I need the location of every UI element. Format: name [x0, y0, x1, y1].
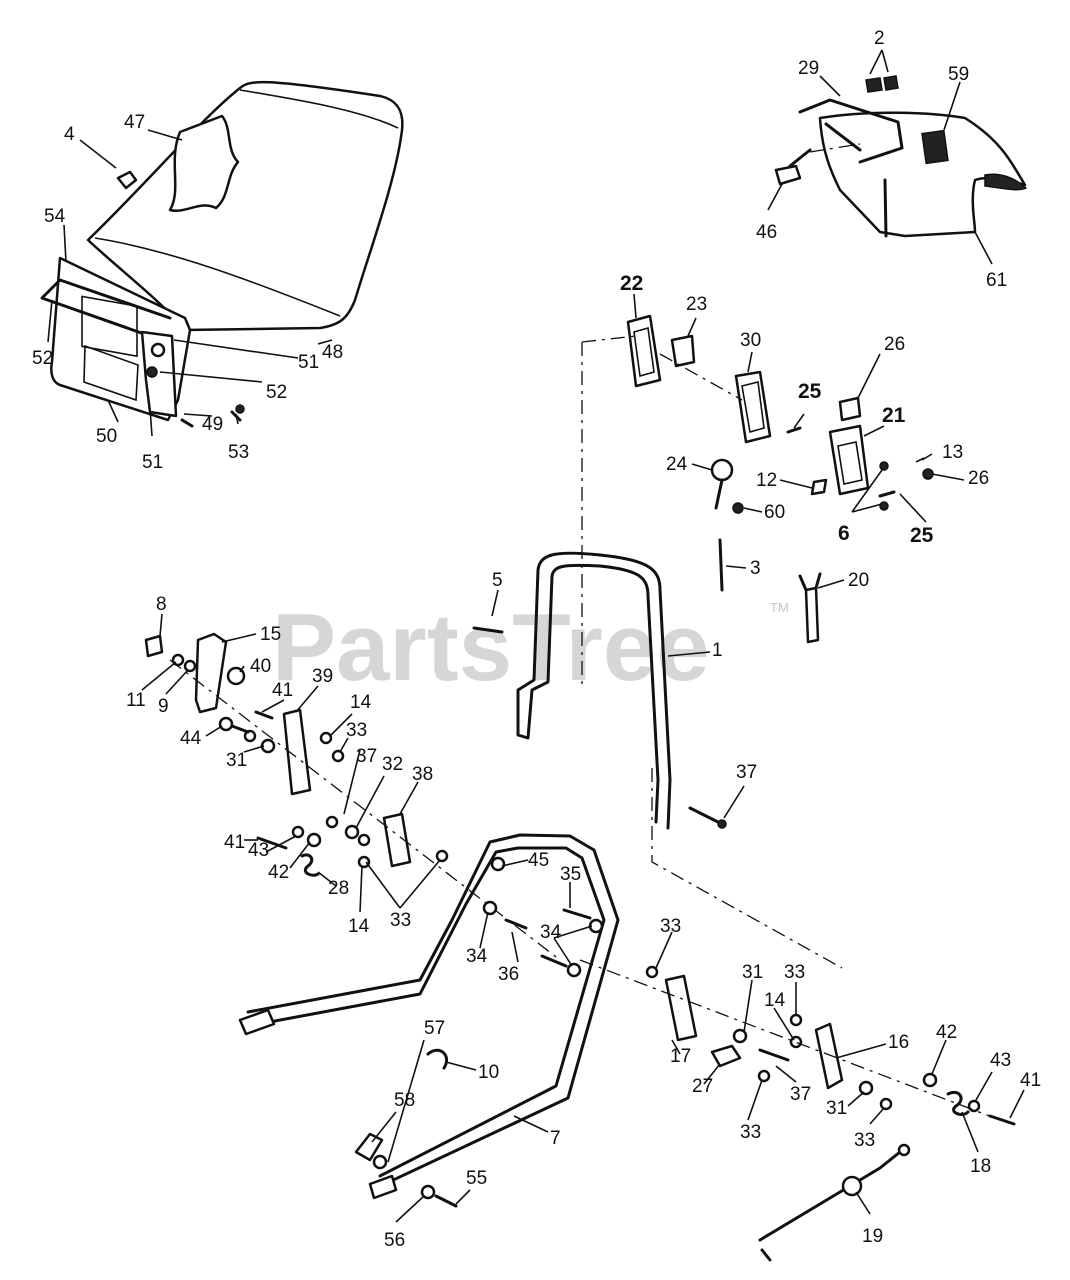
- part-label: 23: [686, 294, 707, 315]
- part-label: 31: [826, 1098, 847, 1119]
- part-label: 38: [412, 764, 433, 785]
- part-label: 33: [740, 1122, 761, 1143]
- part-label: 34: [466, 946, 488, 967]
- part-label: 41: [224, 832, 245, 853]
- part-label: 11: [126, 690, 146, 711]
- part-label: 9: [158, 696, 169, 717]
- part-label: 32: [382, 754, 403, 775]
- part-label: 61: [986, 270, 1007, 291]
- part-label: 10: [478, 1062, 499, 1083]
- part-label: 17: [670, 1046, 691, 1067]
- part-number-labels: 47 4 54 52 51 48 52 50 51 49 53 29 2 59 …: [32, 28, 1041, 1251]
- part-label: 33: [390, 910, 411, 931]
- right-lever-hardware: [579, 959, 1016, 1262]
- part-label: 35: [560, 864, 581, 885]
- part-label: 52: [266, 382, 287, 403]
- part-label: 41: [272, 680, 293, 701]
- part-label: 30: [740, 330, 761, 351]
- part-label: 2: [874, 28, 885, 49]
- part-label: 44: [180, 728, 202, 749]
- part-label: 15: [260, 624, 281, 645]
- part-label: 19: [862, 1226, 883, 1247]
- part-label: 56: [384, 1230, 405, 1251]
- part-label: 42: [268, 862, 289, 883]
- part-label: 54: [44, 206, 66, 227]
- part-label: 27: [692, 1076, 713, 1097]
- part-label: 1: [712, 640, 723, 661]
- part-label: 37: [790, 1084, 811, 1105]
- part-label: 26: [968, 468, 989, 489]
- part-label: 53: [228, 442, 249, 463]
- part-label: 14: [764, 990, 786, 1011]
- part-label: 33: [346, 720, 367, 741]
- part-label: 51: [298, 352, 319, 373]
- grass-bag-assembly: [40, 80, 404, 428]
- part-label: 14: [348, 916, 370, 937]
- part-label: 7: [550, 1128, 561, 1149]
- part-label: 4: [64, 124, 75, 145]
- part-label: 43: [990, 1050, 1011, 1071]
- part-label: 47: [124, 112, 145, 133]
- watermark-text: PartsTree: [272, 594, 710, 701]
- part-label: 37: [356, 746, 377, 767]
- part-label: 49: [202, 414, 223, 435]
- part-label: 28: [328, 878, 349, 899]
- part-label: 14: [350, 692, 372, 713]
- part-label: 31: [226, 750, 247, 771]
- part-label: 40: [250, 656, 271, 677]
- part-label: 52: [32, 348, 53, 369]
- part-label: 16: [888, 1032, 909, 1053]
- part-label: 45: [528, 850, 549, 871]
- watermark-trademark: TM: [770, 600, 789, 615]
- part-label: 25: [798, 380, 822, 403]
- part-label: 55: [466, 1168, 487, 1189]
- part-label: 39: [312, 666, 333, 687]
- part-label: 48: [322, 342, 343, 363]
- part-label: 34: [540, 922, 562, 943]
- part-label: 29: [798, 58, 819, 79]
- part-label: 33: [854, 1130, 875, 1151]
- part-label: 57: [424, 1018, 445, 1039]
- part-label: 59: [948, 64, 969, 85]
- lower-handle: [238, 833, 620, 1208]
- part-label: 12: [756, 470, 777, 491]
- part-label: 18: [970, 1156, 991, 1177]
- part-label: 5: [492, 570, 503, 591]
- part-label: 26: [884, 334, 905, 355]
- part-label: 21: [882, 404, 906, 427]
- part-label: 31: [742, 962, 763, 983]
- part-label: 41: [1020, 1070, 1041, 1091]
- part-label: 3: [750, 558, 761, 579]
- part-label: 24: [666, 454, 688, 475]
- part-label: 25: [910, 524, 934, 547]
- discharge-chute-assembly: [774, 75, 1028, 238]
- part-label: 42: [936, 1022, 957, 1043]
- part-label: 6: [838, 522, 850, 545]
- part-label: 58: [394, 1090, 415, 1111]
- part-label: 33: [784, 962, 805, 983]
- part-label: 22: [620, 272, 643, 295]
- part-label: 33: [660, 916, 681, 937]
- part-label: 36: [498, 964, 519, 985]
- part-label: 50: [96, 426, 117, 447]
- part-label: 51: [142, 452, 163, 473]
- upper-handle: [472, 551, 843, 969]
- part-label: 20: [848, 570, 869, 591]
- part-label: 37: [736, 762, 757, 783]
- part-label: 46: [756, 222, 777, 243]
- throttle-control-assembly: [581, 314, 934, 688]
- part-label: 13: [942, 442, 963, 463]
- part-label: 8: [156, 594, 167, 615]
- leader-lines: [47, 49, 1025, 1223]
- part-label: 43: [248, 840, 269, 861]
- part-label: 60: [764, 502, 785, 523]
